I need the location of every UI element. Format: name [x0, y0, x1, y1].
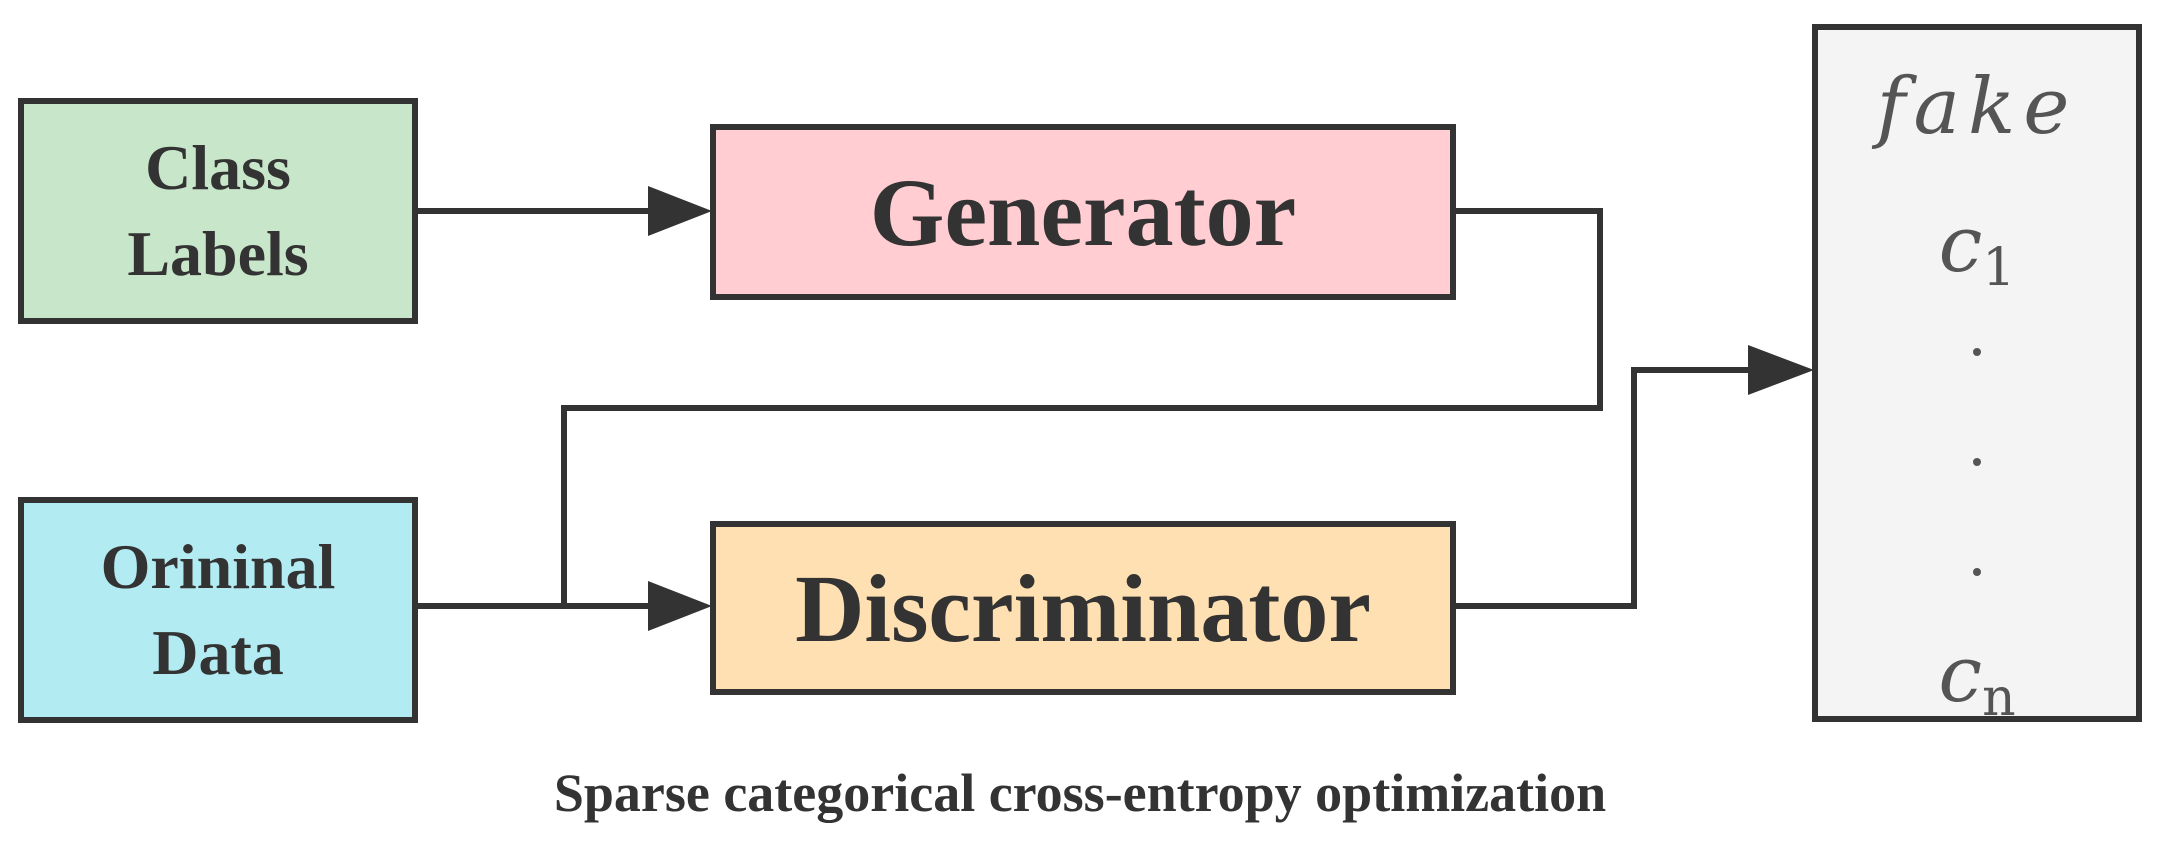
connector-discriminator-to-output: [1456, 367, 1750, 609]
arrowhead-generator: [648, 186, 712, 236]
arrowhead-discriminator: [648, 581, 712, 631]
ellipsis-dot-1: [1973, 348, 1981, 356]
original-data-node: Orininal Data: [18, 497, 418, 723]
diagram-caption: Sparse categorical cross-entropy optimiz…: [553, 763, 1607, 823]
output-class-n-subscript: n: [1982, 668, 2016, 728]
output-class-n-symbol: c: [1938, 630, 1983, 720]
class-labels-line-2: Labels: [127, 218, 309, 289]
class-labels-line-1: Class: [145, 132, 291, 203]
output-class-1-symbol: c: [1938, 200, 1983, 290]
discriminator-node: Discriminator: [710, 521, 1456, 695]
discriminator-label: Discriminator: [795, 554, 1371, 662]
output-class-n: cn: [1818, 630, 2136, 728]
output-class-1: c1: [1818, 200, 2136, 298]
output-class-1-subscript: 1: [1982, 238, 2016, 298]
generator-node: Generator: [710, 124, 1456, 300]
generator-label: Generator: [869, 158, 1297, 266]
class-labels-node: Class Labels: [18, 98, 418, 324]
ellipsis-dot-2: [1973, 458, 1981, 466]
output-fake: fake: [1876, 62, 2078, 152]
original-data-line-1: Orininal: [100, 531, 336, 602]
arrowhead-output: [1748, 345, 1814, 395]
connector-generator-to-discriminator: [561, 208, 1603, 606]
ellipsis-dot-3: [1973, 568, 1981, 576]
output-classes-node: fake c1 cn: [1812, 24, 2142, 728]
original-data-line-2: Data: [152, 617, 284, 688]
